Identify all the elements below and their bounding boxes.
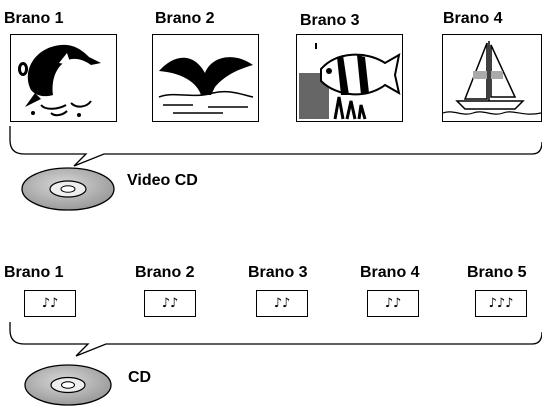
cd-track-4-box: ♪♪	[367, 290, 419, 317]
cd-track-3-label: Brano 3	[248, 264, 308, 281]
whale-tail-icon	[158, 57, 254, 114]
cd-track-5-label: Brano 5	[467, 264, 527, 281]
cd-track-4-label: Brano 4	[360, 264, 420, 281]
dolphin-jumping-icon	[18, 44, 101, 117]
cd-disc-icon	[24, 364, 112, 406]
cd-label: CD	[128, 369, 152, 386]
video-track-2-label: Brano 2	[155, 10, 215, 27]
video-track-2-frame	[152, 34, 259, 122]
cd-track-2-label: Brano 2	[135, 264, 195, 281]
video-track-1-label: Brano 1	[4, 10, 64, 27]
video-track-3-frame	[296, 34, 403, 122]
video-cd-disc-icon	[21, 167, 115, 211]
cd-track-3-box: ♪♪	[256, 290, 308, 317]
video-track-1-frame	[10, 34, 117, 122]
video-track-4-frame	[442, 34, 542, 122]
cd-track-1-box: ♪♪	[24, 290, 76, 317]
cd-bracket	[9, 322, 542, 357]
sailboat-icon	[443, 41, 541, 115]
tropical-fish-icon	[299, 43, 401, 120]
video-track-3-label: Brano 3	[300, 12, 360, 29]
video-cd-bracket	[9, 126, 542, 167]
video-cd-label: Video CD	[127, 172, 198, 189]
cd-track-1-label: Brano 1	[4, 264, 64, 281]
cd-track-5-box: ♪♪♪	[475, 290, 527, 317]
video-track-4-label: Brano 4	[443, 10, 503, 27]
cd-track-2-box: ♪♪	[144, 290, 196, 317]
